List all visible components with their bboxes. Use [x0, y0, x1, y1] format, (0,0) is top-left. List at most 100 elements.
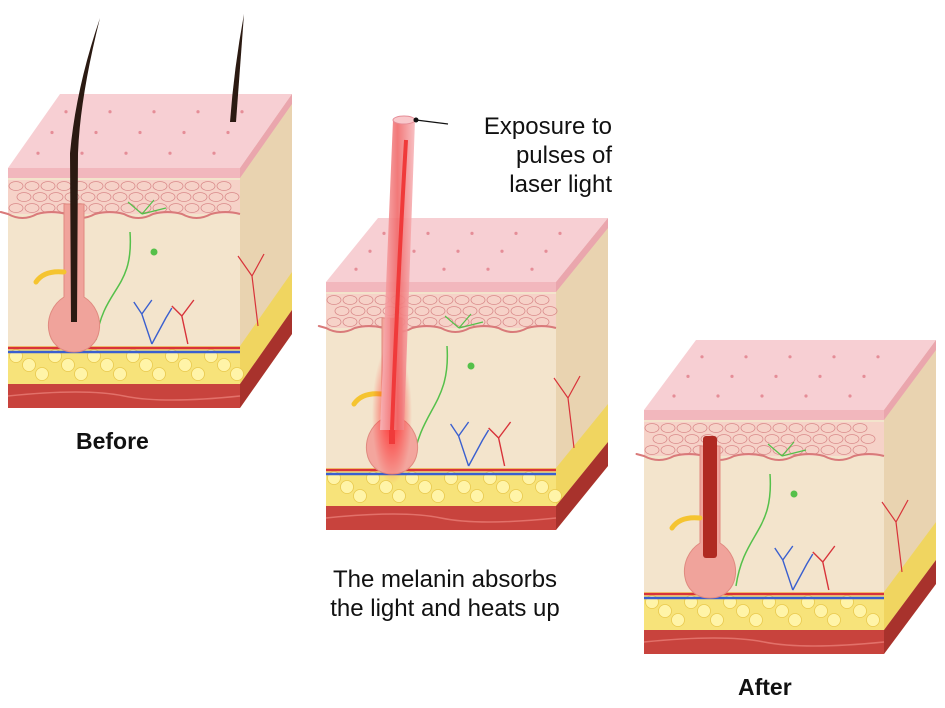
fat-globule: [496, 480, 510, 494]
fat-globule: [853, 604, 867, 618]
skin-cell: [676, 423, 692, 433]
skin-cell: [684, 434, 700, 444]
pore: [818, 374, 822, 378]
pore: [108, 110, 112, 114]
basement-membrane: [317, 325, 557, 333]
pore: [182, 130, 186, 135]
nerve-receptor: [467, 362, 475, 370]
pore: [730, 374, 734, 378]
fat-globule: [152, 367, 166, 381]
skin-cell: [96, 192, 112, 202]
fat-globule: [139, 358, 153, 372]
laser-annotation-line-3: laser light: [509, 171, 612, 198]
fat-globule: [788, 613, 802, 627]
pore: [50, 130, 54, 135]
skin-cell: [152, 181, 168, 191]
skin-cell: [366, 306, 382, 316]
skin-cell: [350, 306, 366, 316]
skin-cell: [88, 203, 104, 213]
skin-cell: [8, 203, 24, 213]
muscle-fiber: [643, 637, 885, 647]
cell-layer: [326, 294, 556, 328]
pore: [412, 249, 416, 253]
nerve-fiber: [735, 473, 772, 587]
skin-cell: [526, 306, 542, 316]
fat-globule: [535, 480, 549, 494]
skin-cell: [844, 434, 860, 444]
skin-cell: [796, 434, 812, 444]
melanin-annotation: The melanin absorbs the light and heats …: [300, 565, 590, 623]
fat-globule: [74, 367, 88, 381]
pore: [788, 355, 792, 359]
pore: [700, 355, 704, 359]
pore: [862, 374, 866, 378]
fat-layer-side: [240, 272, 292, 384]
skin-cell: [732, 434, 748, 444]
skin-cell: [342, 295, 358, 305]
skin-block-during: [317, 218, 608, 530]
skin-cell: [668, 434, 684, 444]
fat-globule: [113, 367, 127, 381]
skin-cell: [860, 434, 876, 444]
fat-globule: [61, 358, 75, 372]
pore: [544, 249, 548, 253]
laser-tube-opening: [392, 115, 416, 125]
vein-branch: [133, 299, 173, 345]
skin-cell: [216, 181, 232, 191]
fat-layer-side: [556, 404, 608, 506]
pore: [514, 231, 518, 235]
fat-globule: [775, 604, 789, 618]
skin-cell: [502, 295, 518, 305]
fat-globule: [230, 367, 244, 381]
pore: [226, 130, 230, 135]
fat-globule: [658, 604, 672, 618]
skin-cell: [756, 423, 772, 433]
skin-cell: [168, 181, 184, 191]
skin-cell: [836, 423, 852, 433]
skin-cell: [24, 181, 40, 191]
pore: [832, 355, 836, 359]
skin-cell: [80, 192, 96, 202]
skin-cell: [446, 306, 462, 316]
basement-membrane: [0, 211, 241, 219]
skin-cell: [542, 306, 558, 316]
capillary-branch: [171, 299, 195, 345]
laser-annotation-line-2: pulses of: [515, 142, 612, 169]
fat-globule: [509, 489, 523, 503]
laser-leader-line: [415, 119, 449, 125]
muscle-layer-side: [884, 560, 936, 654]
fat-globule: [814, 604, 828, 618]
epidermis-top: [644, 340, 936, 410]
epidermis-side: [556, 218, 608, 292]
cell-layer: [644, 422, 884, 456]
skin-cell: [852, 423, 868, 433]
skin-cell: [454, 295, 470, 305]
skin-cell: [772, 423, 788, 433]
fat-globule: [710, 613, 724, 627]
epidermis-side: [884, 340, 936, 420]
fat-layer-side: [884, 522, 936, 630]
capillary-branch-side: [881, 499, 909, 573]
pore: [94, 130, 98, 135]
skin-cell: [184, 181, 200, 191]
pore: [354, 267, 358, 271]
skin-cell: [342, 317, 358, 327]
pore: [426, 231, 430, 235]
capillary-branch: [812, 545, 836, 591]
melanin-annotation-line-2: the light and heats up: [330, 595, 560, 622]
cell-layer: [8, 180, 240, 214]
pore: [876, 355, 880, 359]
fat-globule: [100, 358, 114, 372]
skin-cell: [510, 306, 526, 316]
nerve-receptor: [150, 248, 158, 256]
pore: [456, 249, 460, 253]
fat-globule: [392, 489, 406, 503]
skin-cell: [88, 181, 104, 191]
nerve-receptor: [790, 490, 798, 498]
pore: [672, 394, 676, 398]
fat-globule: [548, 489, 562, 503]
fat-globule: [418, 480, 432, 494]
skin-cell: [128, 192, 144, 202]
stage-label-after: After: [738, 674, 792, 700]
melanin-annotation-line-1: The melanin absorbs: [332, 566, 558, 593]
